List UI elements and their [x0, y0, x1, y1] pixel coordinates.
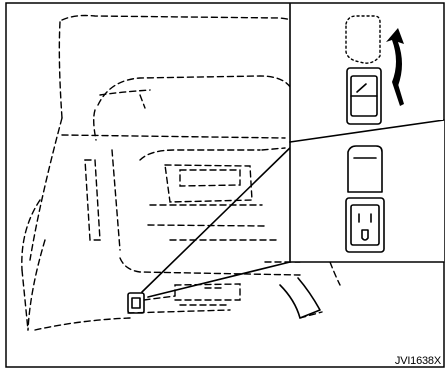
figure-reference-code: JVI1638X: [395, 355, 441, 367]
outlet-closeup-icon: [346, 146, 384, 252]
outlet-closed-icon: [347, 68, 381, 124]
outlet-callout-panel: [290, 120, 444, 262]
cover-open-inset: [290, 4, 443, 142]
